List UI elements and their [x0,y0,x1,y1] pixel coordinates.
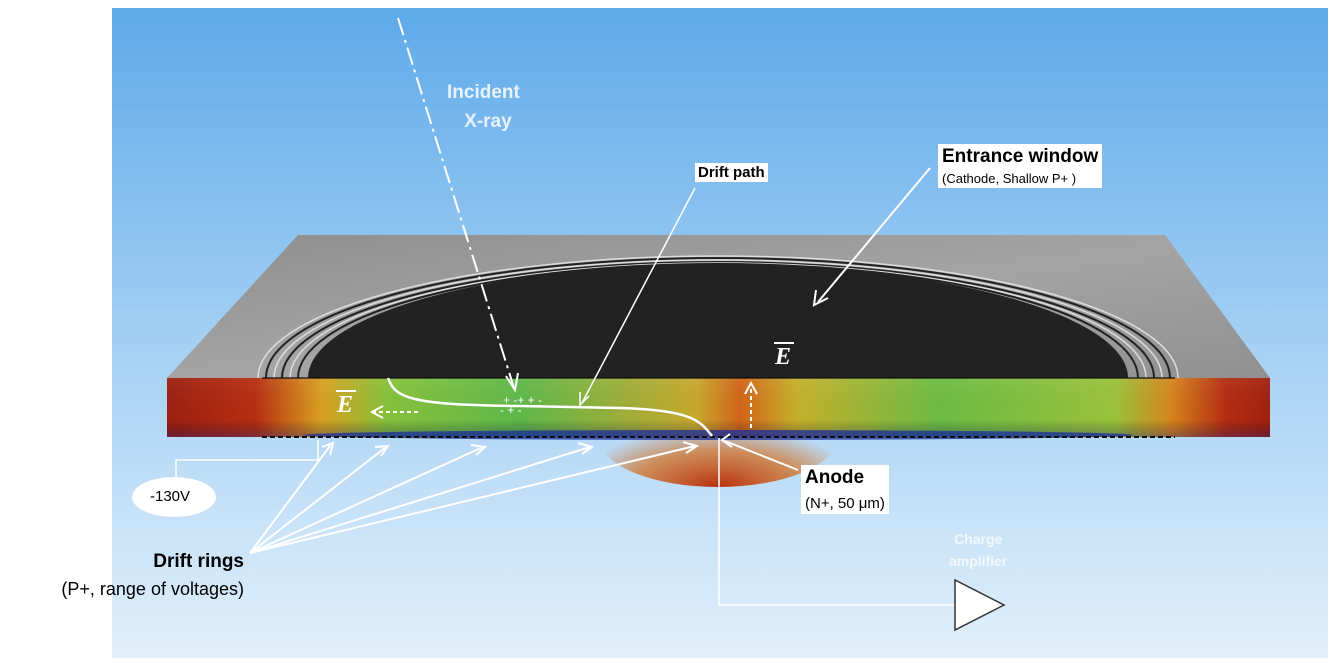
voltage-wire [175,440,319,482]
efield-symbol: E [337,392,354,418]
charge-line-2: amplifier [949,553,1008,569]
svg-text:- + -: - + - [500,403,522,417]
efield-symbol: E [775,344,792,370]
charge-amplifier-label: Charge amplifier [949,528,1007,572]
entrance-window-pointer [817,167,931,303]
entrance-window-label: Entrance window (Cathode, Shallow P+ ) [938,144,1103,188]
incident-xray-label: Incident X-ray [447,78,520,136]
drift-rings-subtitle: (P+, range of voltages) [61,579,244,599]
drift-ring-arcs [257,255,1179,378]
charge-carriers: + -+ + - [503,393,542,407]
efield-label-right: E [775,344,791,371]
low-field-band [303,430,1133,440]
anode-title: Anode [805,467,865,488]
incident-line-2: X-ray [464,111,512,132]
amplifier-triangle [954,578,1006,632]
charge-line-1: Charge [954,531,1003,547]
entrance-window-subtitle: (Cathode, Shallow P+ ) [942,171,1077,186]
incident-line-1: Incident [447,82,520,103]
efield-vector-arrow-right [774,342,794,344]
drift-rings-label: Drift rings (P+, range of voltages) [4,551,244,600]
drift-ring-pointers [249,441,700,554]
efield-label-left: E [337,392,353,419]
entrance-window [308,264,1128,378]
anode-pointer [724,440,799,471]
entrance-window-title: Entrance window [942,146,1099,167]
incident-xray-line [397,17,515,389]
anode-subtitle: (N+, 50 μm) [805,495,885,512]
drift-path-pointer [581,187,696,404]
anode-label: Anode (N+, 50 μm) [801,465,889,514]
voltage-label: -130V [150,488,191,505]
drift-rings-title: Drift rings [153,551,244,572]
drift-path-label: Drift path [695,163,768,182]
amplifier-wire [718,438,955,606]
voltage-oval [132,477,216,517]
efield-vector-arrow-left [336,390,356,392]
drift-path-curve [386,377,713,437]
